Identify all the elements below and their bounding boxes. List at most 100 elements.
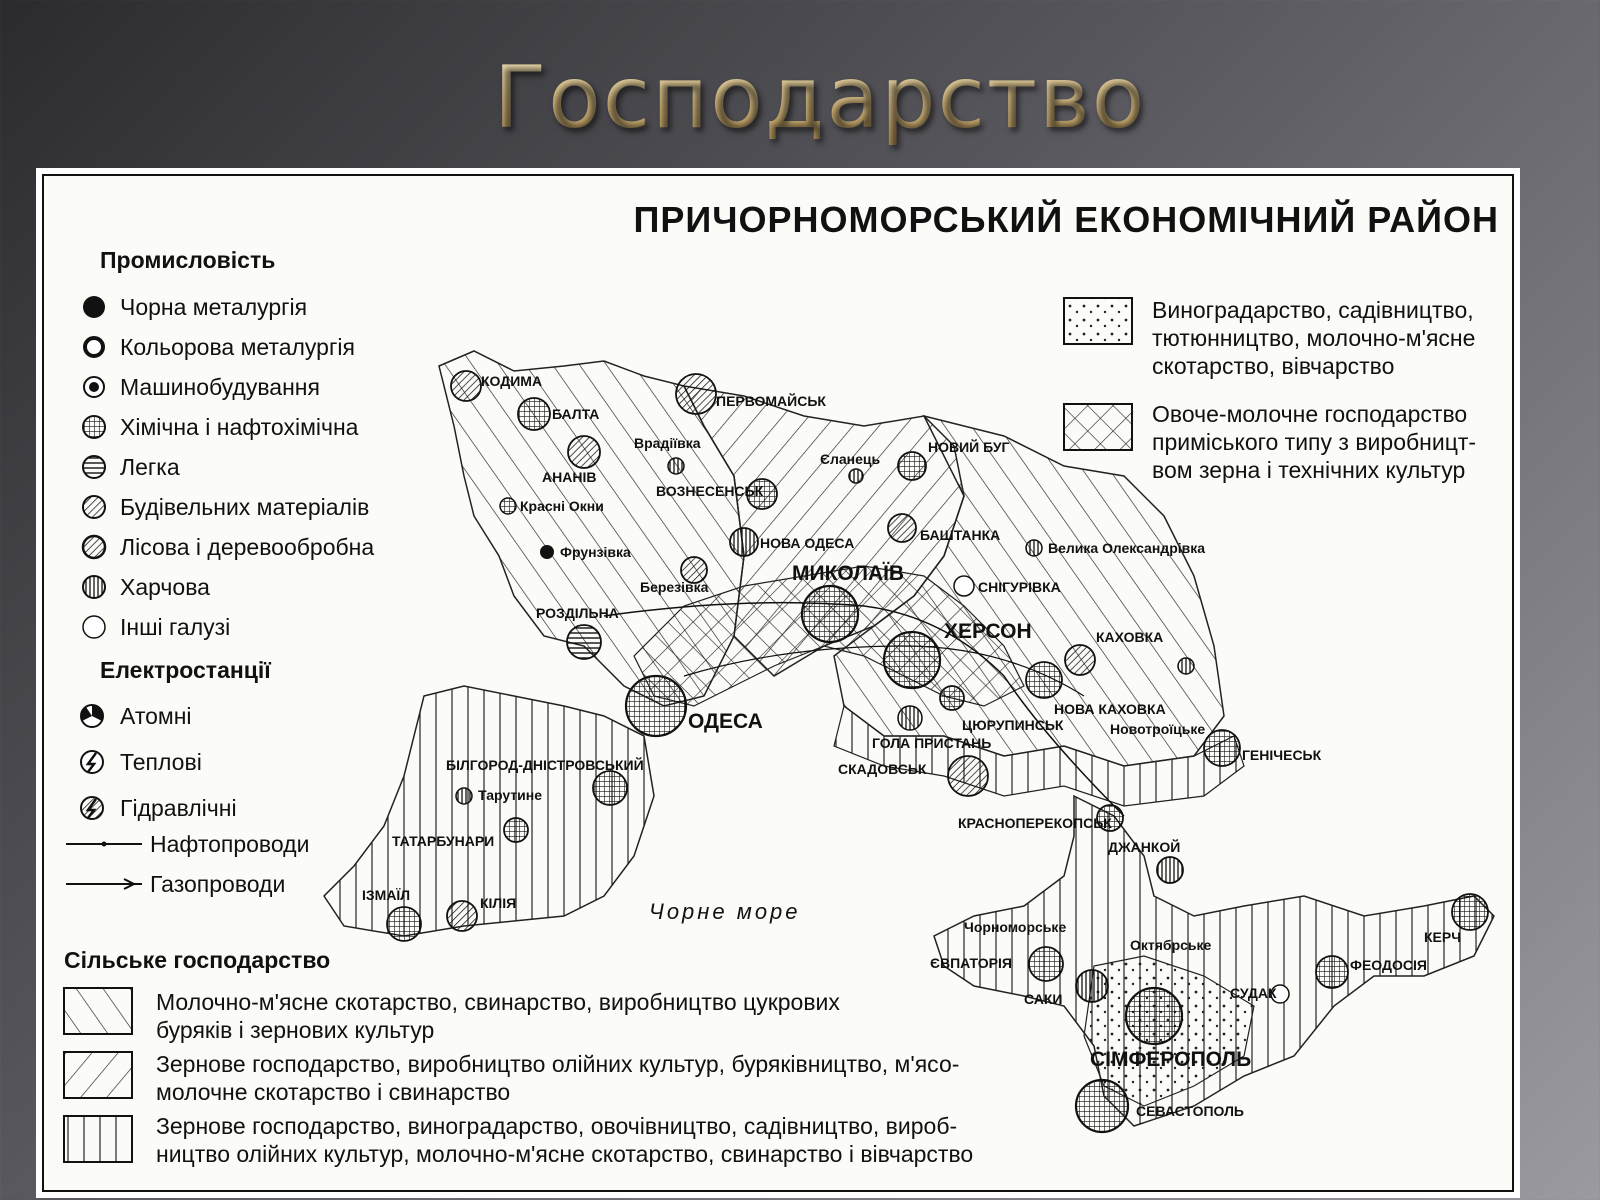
city-marker [1451,893,1489,931]
city-label: НОВИЙ БУГ [928,438,1010,455]
legend-agri-5-line2: приміського типу з виробницт- [1152,429,1476,455]
legend-agri-heading: Сільське господарство [64,947,330,973]
legend-agri-1-line1: Молочно-м'ясне скотарство, свинарство, в… [156,989,840,1015]
city-marker [446,900,478,932]
city-label: Березівка [640,579,709,595]
legend-agri-5-line3: вом зерна і технічних культур [1152,457,1465,483]
city-label: ТАТАРБУНАРИ [392,833,494,849]
city-marker [1203,729,1241,767]
city-label: БАШТАНКА [920,527,1000,543]
city-marker [680,556,708,584]
city-label: СКАДОВСЬК [838,761,927,777]
city-label: ІЗМАЇЛ [362,887,410,903]
city-label: ЦЮРУПИНСЬК [962,717,1064,733]
legend-agri-5-line1: Овоче-молочне господарство [1152,401,1467,427]
city-marker-major [624,674,688,738]
city-label: ГЕНІЧЕСЬК [1242,747,1322,763]
city-label: Октябрське [1130,937,1212,953]
city-label: Новотроїцьке [1110,721,1205,737]
city-label: НОВА КАХОВКА [1054,701,1166,717]
gas-pipeline-icon [66,878,142,890]
legend-agri-items: Молочно-м'ясне скотарство, свинарство, в… [63,987,973,1167]
pattern-swatch-forward [63,987,133,1035]
legend-item-hydro: Гідравлічні [120,795,237,821]
city-marker [1064,644,1096,676]
city-marker-major [1074,1078,1130,1134]
region-kherson-south [833,704,1245,807]
city-label: РОЗДІЛЬНА [536,605,619,621]
nuclear-plant-icon [80,704,104,728]
map-frame: ПРИЧОРНОМОРСЬКИЙ ЕКОНОМІЧНИЙ РАЙОН Проми… [36,168,1520,1198]
city-marker [729,527,759,557]
city-marker [567,435,601,469]
legend-power-items: Атомні Теплові Гідравлічні Нафтопроводи … [66,703,309,897]
city-marker [517,397,551,431]
city-label: ДЖАНКОЙ [1108,838,1180,855]
city-marker [887,513,917,543]
city-label: Єланець [820,451,880,467]
city-label: ПЕРВОМАЙСЬК [716,392,826,409]
hydro-plant-icon [80,796,104,820]
city-marker [566,624,602,660]
city-label: СНІГУРІВКА [978,579,1061,595]
legend-industry-items: Чорна металургія Кольорова металургія Ма… [81,294,374,640]
legend-item-thermal: Теплові [120,749,202,775]
city-label-major: ОДЕСА [688,710,763,733]
economic-region-map: ПРИЧОРНОМОРСЬКИЙ ЕКОНОМІЧНИЙ РАЙОН Проми… [63,198,1499,1167]
city-marker [1028,946,1064,982]
city-label: ВОЗНЕСЕНСЬК [656,483,764,499]
city-marker [1096,804,1124,832]
diagonal-dense-circle-icon [81,534,107,560]
oil-pipeline-line [603,601,1125,817]
city-label: Красні Окни [520,498,604,514]
city-label: Фрунзівка [560,544,631,560]
map-title: ПРИЧОРНОМОРСЬКИЙ ЕКОНОМІЧНИЙ РАЙОН [633,198,1499,240]
city-label: Велика Олександрівка [1048,540,1205,556]
city-marker-major [1124,986,1184,1046]
striped-circle-icon [82,455,106,479]
city-marker [450,370,482,402]
empty-circle-icon [82,615,106,639]
legend-power-heading: Електростанції [100,657,271,683]
city-label: Чорноморське [964,919,1066,935]
legend-agri-1-line2: буряків і зернових культур [156,1017,434,1043]
legend-item-building: Будівельних матеріалів [120,494,369,520]
city-marker [897,451,927,481]
legend-item-light: Легка [120,454,180,480]
city-marker [1156,856,1184,884]
city-marker [386,906,422,942]
city-marker [1075,969,1109,1003]
city-marker [953,575,975,597]
city-marker [1025,661,1063,699]
dot-circle-icon [83,376,105,398]
legend-agri-2-line2: молочне скотарство і свинарство [156,1079,510,1105]
legend-agri-2-line1: Зернове господарство, виробництво олійни… [156,1051,959,1077]
city-marker [1270,984,1290,1004]
pattern-swatch-crosshatch [1063,403,1133,451]
city-marker-major [882,630,942,690]
city-label: ФЕОДОСІЯ [1350,957,1427,973]
city-label: ЄВПАТОРІЯ [930,955,1012,971]
city-label-major: СІМФЕРОПОЛЬ [1090,1048,1251,1071]
legend-agri-4-line2: тютюнництво, молочно-м'ясне [1152,325,1475,351]
city-label: АНАНІВ [542,469,596,485]
legend-item-forestry: Лісова і деревообробна [120,534,374,560]
city-marker [1177,657,1195,675]
region-crimea [933,794,1495,1127]
legend-industry-heading: Промисловість [100,247,275,273]
city-label: СЕВАСТОПОЛЬ [1136,1103,1244,1119]
city-label: Врадіївка [634,435,701,451]
legend-agri-3-line2: ництво олійних культур, молочно-м'ясне с… [156,1141,973,1167]
region-bessarabia [323,685,655,937]
legend-agri-4-line3: скотарство, вівчарство [1152,353,1394,379]
legend-item-ferrous: Чорна металургія [120,294,307,320]
ring-circle-icon [83,336,105,358]
city-label: ГОЛА ПРИСТАНЬ [872,735,991,751]
city-label: Тарутине [478,787,542,803]
city-markers: КОДИМА БАЛТА ПЕРВОМАЙСЬК Врадіївка АНАНІ… [362,370,1489,1134]
city-marker-major [800,584,860,644]
legend-item-machinery: Машинобудування [120,374,320,400]
city-marker [592,770,628,806]
pattern-swatch-back [63,1051,133,1099]
map-panel: ПРИЧОРНОМОРСЬКИЙ ЕКОНОМІЧНИЙ РАЙОН Проми… [42,174,1514,1192]
